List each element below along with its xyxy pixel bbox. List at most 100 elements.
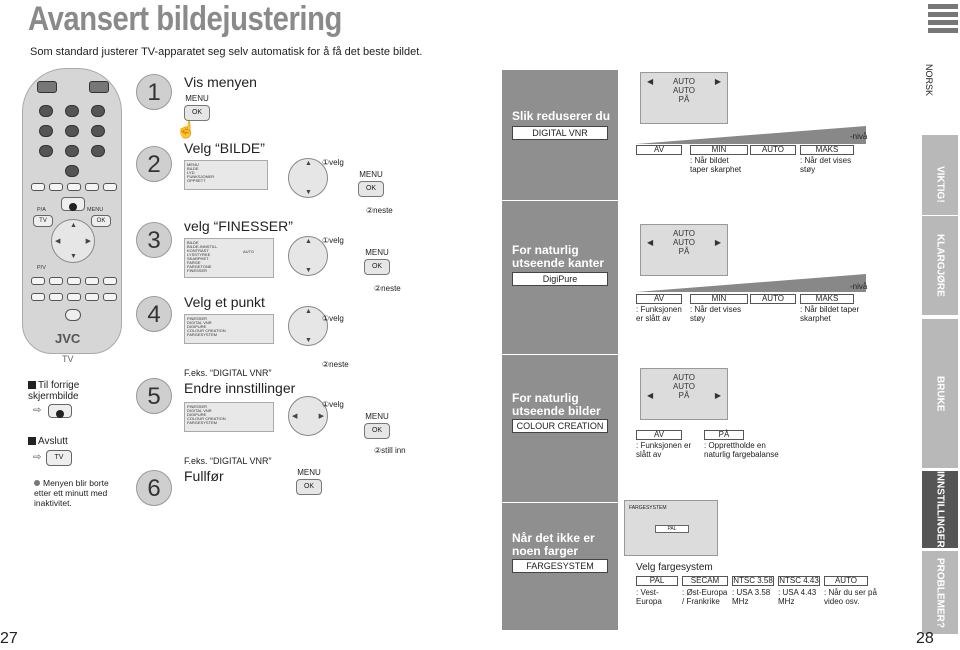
ok-key[interactable]: OK	[184, 105, 210, 121]
remote-key[interactable]	[67, 293, 81, 301]
ok-key[interactable]: OK	[296, 479, 322, 495]
select-color-system-label: Velg fargesystem	[636, 562, 713, 573]
section-1-heading: Slik reduserer du	[512, 109, 611, 123]
level-min: MIN	[690, 145, 748, 155]
exit-tv-key[interactable]: TV	[46, 450, 72, 466]
step-1-menu-key[interactable]: MENU OK	[184, 94, 210, 121]
number-key-8[interactable]	[65, 145, 79, 157]
step-6-menu-key[interactable]: MENU OK	[296, 468, 322, 495]
number-key-7[interactable]	[39, 145, 53, 157]
tv-key[interactable]: TV	[33, 215, 53, 227]
remote-tv-label: TV	[62, 354, 74, 364]
remote-key[interactable]	[103, 183, 117, 191]
remote-key[interactable]	[31, 293, 45, 301]
number-key-4[interactable]	[39, 125, 53, 137]
menu-label: MENU	[365, 248, 389, 257]
level-wedge-graphic	[636, 274, 866, 292]
arrow-down-icon: ▼	[70, 253, 77, 260]
step-4-title: Velg et punkt	[184, 294, 265, 310]
prev-screen-note: Til forrige skjermbilde	[28, 380, 124, 402]
arrow-up-icon: ▲	[305, 160, 312, 167]
remote-key[interactable]	[103, 277, 117, 285]
remote-key-label-pr: P/A	[37, 207, 46, 213]
remote-key[interactable]	[67, 277, 81, 285]
ok-key-small[interactable]: OK	[91, 215, 111, 227]
arrow-down-icon: ▼	[305, 267, 312, 274]
arrow-down-icon: ▼	[305, 189, 312, 196]
remote-key[interactable]	[85, 183, 99, 191]
section-1-box: DIGITAL VNR	[512, 126, 608, 140]
arrow-up-icon: ▲	[305, 308, 312, 315]
remote-key[interactable]	[49, 183, 63, 191]
level-auto: AUTO	[750, 145, 796, 155]
tab-problemer[interactable]: PROBLEMER?	[922, 550, 958, 634]
tab-bruke[interactable]: BRUKE	[922, 318, 958, 468]
ok-key[interactable]: OK	[364, 423, 390, 439]
mini-row: FINESSER	[187, 269, 208, 273]
level-suffix: -nivå	[850, 132, 868, 141]
step-4-dpad[interactable]: ▲ ▼	[288, 306, 328, 346]
arrow-right-icon: ▶	[318, 413, 324, 420]
fargesystem-osd-screen: FARGESYSTEM PAL	[624, 500, 718, 556]
number-key-6[interactable]	[91, 125, 105, 137]
ok-key[interactable]: OK	[358, 181, 384, 197]
remote-key[interactable]	[85, 277, 99, 285]
remote-key[interactable]	[103, 293, 117, 301]
section-3-box: COLOUR CREATION	[512, 419, 608, 433]
step-2-menu-key[interactable]: MENU OK	[358, 170, 384, 197]
page-title: Avansert bildejustering	[28, 0, 342, 38]
tab-klargjore[interactable]: KLARGJØRE	[922, 215, 958, 315]
osd-line: AUTO	[672, 382, 696, 391]
divider	[502, 200, 618, 201]
hand-pointer-icon: ☝	[176, 122, 196, 139]
number-key-9[interactable]	[91, 145, 105, 157]
mute-key[interactable]	[89, 81, 109, 93]
mini-row: FINESSER	[187, 317, 208, 321]
number-key-1[interactable]	[39, 105, 53, 117]
timeout-note: Menyen blir borte etter ett minutt med i…	[34, 478, 124, 508]
remote-key[interactable]	[31, 183, 45, 191]
step-5-menu-key[interactable]: MENU OK	[364, 412, 390, 439]
ok-key[interactable]: OK	[364, 259, 390, 275]
colour-creation-osd-screen: ◀ ▶ AUTO AUTO PÅ	[640, 368, 728, 420]
step-5-number: 5	[136, 378, 172, 414]
remote-key[interactable]	[49, 277, 63, 285]
remote-key[interactable]	[65, 309, 81, 321]
mini-row: FARGESYSTEM	[187, 333, 218, 337]
info-key-prev[interactable]	[48, 404, 72, 418]
arrow-left-icon: ◀	[647, 238, 654, 247]
step-5-dpad[interactable]: ◀ ▶	[288, 396, 328, 436]
step-1-title: Vis menyen	[184, 74, 257, 90]
remote-key[interactable]	[31, 277, 45, 285]
number-key-0[interactable]	[65, 165, 79, 177]
step-2-dpad[interactable]: ▲ ▼	[288, 158, 328, 198]
step-6-number: 6	[136, 470, 172, 506]
remote-dpad[interactable]: ▲ ▼ ◀ ▶	[51, 219, 95, 263]
step-3-dpad[interactable]: ▲ ▼	[288, 236, 328, 276]
step-3-menu-key[interactable]: MENU OK	[364, 248, 390, 275]
option-pa: PÅ	[704, 430, 744, 440]
mini-row: DIGITAL VNR	[187, 409, 212, 413]
step-3-title: velg “FINESSER”	[184, 218, 293, 234]
osd-line: PÅ	[678, 95, 690, 104]
remote-key[interactable]	[67, 183, 81, 191]
section-2-box: DigiPure	[512, 272, 608, 286]
step-2-next-note: ②neste	[366, 206, 393, 215]
number-key-3[interactable]	[91, 105, 105, 117]
mini-row: SKARPHET	[187, 257, 209, 261]
number-key-2[interactable]	[65, 105, 79, 117]
section-3-heading: For naturlig utseende bilder	[512, 391, 601, 418]
power-key[interactable]	[37, 81, 57, 93]
osd-line: PÅ	[678, 391, 690, 400]
step-2-select-note: ①velg	[322, 158, 344, 167]
remote-key[interactable]	[85, 293, 99, 301]
step-3-select-note: ①velg	[322, 236, 344, 245]
arrow-left-icon: ◀	[292, 413, 298, 420]
level-maks-desc: : Når bildet taper skarphet	[800, 305, 860, 323]
info-key[interactable]	[61, 197, 85, 211]
remote-key[interactable]	[49, 293, 63, 301]
step-6-title: Fullfør	[184, 468, 224, 484]
level-min-desc: : Når bildet taper skarphet	[690, 156, 742, 174]
number-key-5[interactable]	[65, 125, 79, 137]
tab-innstillinger[interactable]: INNSTILLINGER	[922, 470, 958, 548]
